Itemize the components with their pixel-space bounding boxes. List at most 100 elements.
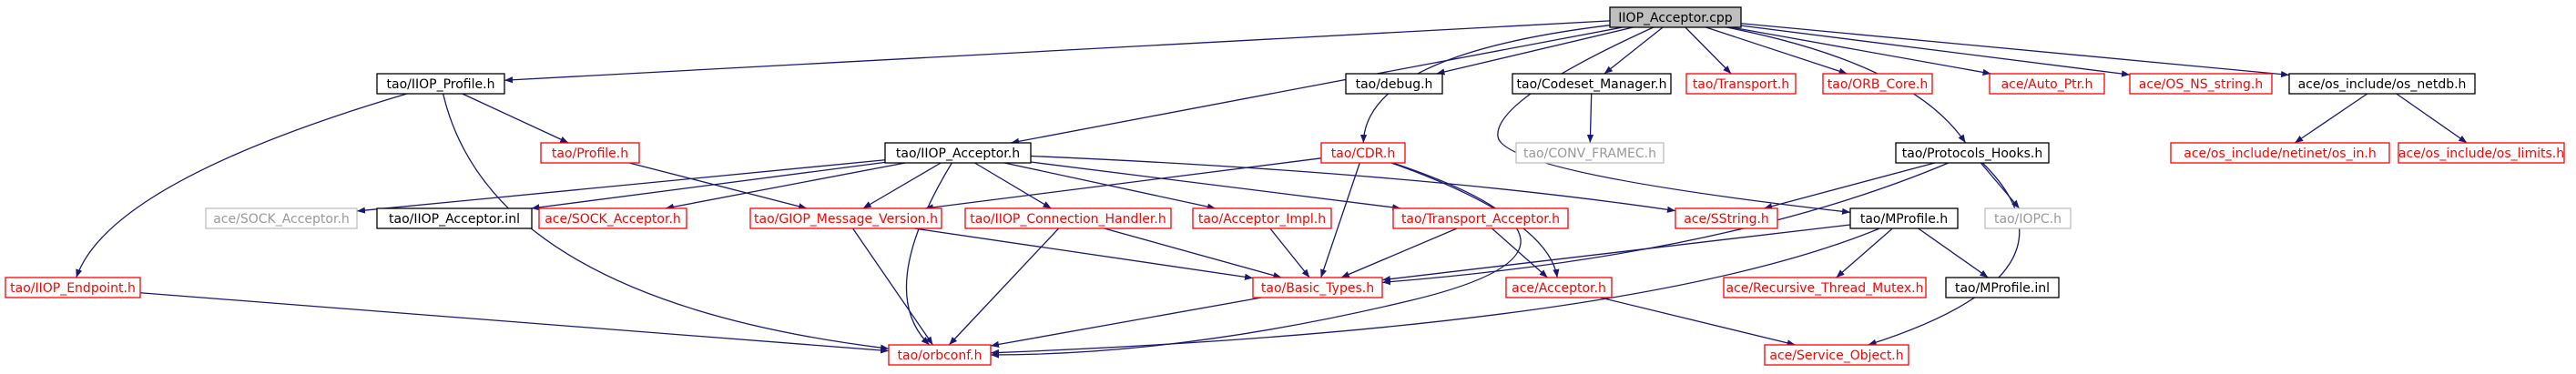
include-node-netinet-in-h[interactable]: ace/os_include/netinet/os_in.h <box>2170 142 2390 164</box>
node-box <box>888 344 992 366</box>
edge-root-to-transport_h <box>1685 26 1732 75</box>
include-node-os-netdb-h[interactable]: ace/os_include/os_netdb.h <box>2288 73 2476 95</box>
edge-protocols_hooks_h-to-sstring_h <box>1764 162 1935 210</box>
edge-iiop_endpoint_h-to-orbconf_h <box>139 292 890 354</box>
include-node-iiop-profile-h[interactable]: tao/IIOP_Profile.h <box>376 73 505 95</box>
include-node-conv-framec-h: tao/CONV_FRAMEC.h <box>1515 142 1665 164</box>
node-box <box>2288 73 2476 95</box>
node-label: tao/IIOP_Acceptor.h <box>896 147 1020 161</box>
node-label: ace/SString.h <box>1684 212 1769 227</box>
include-node-iiop-acceptor-h[interactable]: tao/IIOP_Acceptor.h <box>884 142 1032 164</box>
edge-root-to-codeset_h <box>1604 26 1664 75</box>
include-node-mprofile-inl[interactable]: tao/MProfile.inl <box>1945 277 2060 298</box>
node-label: tao/CDR.h <box>1331 147 1395 161</box>
node-label: IIOP_Acceptor.cpp <box>1618 11 1733 25</box>
edge-giop_msg_ver_h-to-basic_types_h <box>913 227 1254 280</box>
include-node-protocols-hooks-h[interactable]: tao/Protocols_Hooks.h <box>1895 142 2050 164</box>
edge-acceptor_impl_h-to-basic_types_h <box>1269 227 1310 278</box>
include-node-sock-acceptor-h[interactable]: ace/SOCK_Acceptor.h <box>538 207 687 229</box>
include-node-basic-types-h[interactable]: tao/Basic_Types.h <box>1252 277 1383 298</box>
node-box <box>2129 73 2273 95</box>
include-node-os-ns-string-h[interactable]: ace/OS_NS_string.h <box>2129 73 2273 95</box>
node-label: ace/Acceptor.h <box>1512 281 1606 296</box>
include-node-os-limits-h[interactable]: ace/os_include/os_limits.h <box>2398 142 2565 164</box>
node-label: ace/SOCK_Acceptor.h <box>545 212 681 227</box>
node-box <box>205 207 358 229</box>
node-label: ace/Service_Object.h <box>1769 349 1903 363</box>
include-node-transport-h[interactable]: tao/Transport.h <box>1685 73 1797 95</box>
node-box <box>5 277 141 298</box>
include-node-sstring-h[interactable]: ace/SString.h <box>1675 207 1778 229</box>
node-box <box>1675 207 1778 229</box>
node-label: ace/OS_NS_string.h <box>2139 77 2263 92</box>
node-box <box>1945 277 2060 298</box>
node-box <box>1392 207 1569 229</box>
edge-profile_h-to-giop_msg_ver_h <box>628 162 808 210</box>
node-box <box>1252 277 1383 298</box>
edge-transport_acceptor_h-to-basic_types_h <box>1340 227 1458 278</box>
edge-layer <box>76 20 2468 359</box>
edge-iiop_profile_h-to-orbconf_h <box>442 93 890 351</box>
include-node-orbconf-h[interactable]: tao/orbconf.h <box>888 344 992 366</box>
edge-root-to-cdr_h <box>1359 25 1611 144</box>
node-box <box>1320 142 1406 164</box>
edge-os_netdb_h-to-netinet_in_h <box>2294 93 2368 144</box>
edge-mprofile_h-to-mprofile_inl <box>1918 227 1989 278</box>
include-node-transport-acceptor-h[interactable]: tao/Transport_Acceptor.h <box>1392 207 1569 229</box>
node-box <box>1515 142 1665 164</box>
include-node-acceptor-impl-h[interactable]: tao/Acceptor_Impl.h <box>1192 207 1332 229</box>
node-label: tao/GIOP_Message_Version.h <box>754 212 938 227</box>
node-box <box>376 207 533 229</box>
include-node-recursive-mutex-h[interactable]: ace/Recursive_Thread_Mutex.h <box>1723 277 1927 298</box>
node-label: tao/Transport.h <box>1693 77 1789 92</box>
edge-mprofile_h-to-basic_types_h <box>1381 224 1851 283</box>
node-box <box>1895 142 2050 164</box>
include-node-iiop-conn-handler-h[interactable]: tao/IIOP_Connection_Handler.h <box>964 207 1172 229</box>
edge-iiop_acceptor_h-to-orbconf_h <box>905 162 952 346</box>
node-box <box>1192 207 1332 229</box>
edge-root-to-orb_core_h <box>1705 26 1848 75</box>
node-box <box>1764 344 1909 366</box>
node-label: tao/MProfile.inl <box>1955 281 2050 296</box>
edge-root-to-debug_h <box>1436 26 1634 76</box>
node-label: ace/SOCK_Acceptor.h <box>213 212 350 227</box>
edge-root-to-mprofile_h <box>1497 26 1851 215</box>
edge-iiop_acceptor_h-to-giop_msg_ver_h <box>862 162 942 209</box>
root-file-node[interactable]: IIOP_Acceptor.cpp <box>1609 6 1742 28</box>
node-label: tao/IIOP_Connection_Handler.h <box>970 212 1166 227</box>
include-node-service-object-h[interactable]: ace/Service_Object.h <box>1764 344 1909 366</box>
edge-root-to-os_netdb_h <box>1740 23 2290 78</box>
node-label: tao/IOPC.h <box>1994 212 2062 227</box>
node-label: tao/debug.h <box>1356 77 1433 92</box>
include-node-profile-h[interactable]: tao/Profile.h <box>540 142 640 164</box>
include-node-debug-h[interactable]: tao/debug.h <box>1345 73 1443 95</box>
edge-iiop_acceptor_h-to-acceptor_impl_h <box>1003 162 1217 210</box>
include-node-iiop-endpoint-h[interactable]: tao/IIOP_Endpoint.h <box>5 277 141 298</box>
include-node-mprofile-h[interactable]: tao/MProfile.h <box>1849 207 1959 229</box>
node-label: tao/MProfile.h <box>1860 212 1948 227</box>
include-node-cdr-h[interactable]: tao/CDR.h <box>1320 142 1406 164</box>
edge-iiop_profile_h-to-iiop_endpoint_h <box>76 93 408 278</box>
node-label: ace/Auto_Ptr.h <box>2001 77 2093 92</box>
node-label: ace/os_include/os_limits.h <box>2398 147 2564 161</box>
node-layer: IIOP_Acceptor.cpp tao/IIOP_Profile.h tao/I… <box>5 6 2565 366</box>
node-label: tao/ORB_Core.h <box>1828 77 1928 92</box>
include-node-giop-msg-ver-h[interactable]: tao/GIOP_Message_Version.h <box>749 207 942 229</box>
node-label: tao/Transport_Acceptor.h <box>1401 212 1560 227</box>
node-box <box>1849 207 1959 229</box>
include-node-iiop-acceptor-inl[interactable]: tao/IIOP_Acceptor.inl <box>376 207 533 229</box>
edge-giop_msg_ver_h-to-orbconf_h <box>852 227 933 346</box>
node-box <box>1345 73 1443 95</box>
include-node-auto-ptr-h[interactable]: ace/Auto_Ptr.h <box>1989 73 2105 95</box>
node-box <box>1685 73 1797 95</box>
edge-root-to-iiop_acceptor_h <box>1011 26 1623 145</box>
node-label: tao/IIOP_Acceptor.inl <box>389 212 520 227</box>
node-box <box>2170 142 2390 164</box>
include-node-codeset-h[interactable]: tao/Codeset_Manager.h <box>1512 73 1672 95</box>
node-box <box>1984 207 2072 229</box>
node-box <box>376 73 505 95</box>
edge-codeset_h-to-conv_framec_h <box>1586 93 1594 144</box>
include-node-orb-core-h[interactable]: tao/ORB_Core.h <box>1822 73 1933 95</box>
node-label: tao/IIOP_Endpoint.h <box>10 281 136 296</box>
include-node-ace-acceptor-h[interactable]: ace/Acceptor.h <box>1505 277 1613 298</box>
